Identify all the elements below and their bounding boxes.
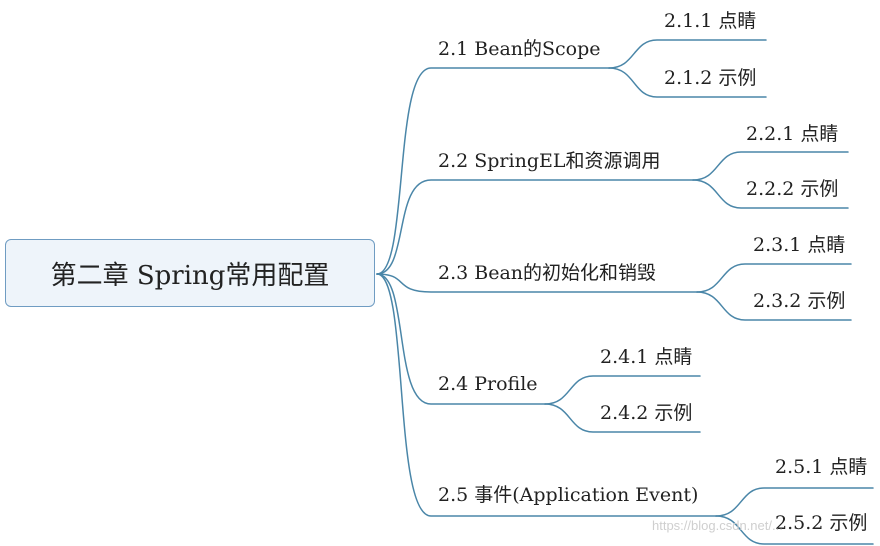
branch-topic-2-2[interactable]: 2.2 SpringEL和资源调用 [438,150,661,172]
subtopic-2-1-1[interactable]: 2.1.1 点睛 [664,10,757,32]
subtopic-2-1-2[interactable]: 2.1.2 示例 [664,67,757,89]
subtopic-connector-1-2 [608,67,767,98]
subtopic-2-5-2[interactable]: 2.5.2 示例 [775,512,868,534]
branch-connector-5 [376,273,717,517]
branch-connector-4 [376,273,546,405]
subtopic-connector-4-2 [544,403,701,433]
subtopic-connector-3-2 [696,291,852,321]
branch-connector-2 [376,179,694,275]
subtopic-connector-3-1 [696,263,852,293]
branch-topic-2-3[interactable]: 2.3 Bean的初始化和销毁 [438,262,657,284]
subtopic-2-3-2[interactable]: 2.3.2 示例 [753,290,846,312]
root-topic-label: 第二章 Spring常用配置 [50,260,330,291]
branch-topic-2-1[interactable]: 2.1 Bean的Scope [438,38,601,60]
subtopic-2-5-1[interactable]: 2.5.1 点睛 [775,456,868,478]
subtopic-connector-1-1 [608,39,767,69]
subtopic-2-3-1[interactable]: 2.3.1 点睛 [753,234,846,256]
subtopic-connector-2-1 [692,151,849,181]
subtopic-2-4-1[interactable]: 2.4.1 点睛 [600,346,693,368]
subtopic-connector-4-1 [544,375,701,405]
branch-topic-2-5[interactable]: 2.5 事件(Application Event) [438,484,699,506]
mindmap-links [376,39,874,545]
subtopic-2-2-2[interactable]: 2.2.2 示例 [746,178,839,200]
subtopic-connector-2-2 [692,179,849,209]
branch-topic-2-4[interactable]: 2.4 Profile [438,373,538,395]
branch-connector-1 [376,67,610,275]
subtopic-2-4-2[interactable]: 2.4.2 示例 [600,402,693,424]
branch-connector-3 [376,273,698,293]
root-topic[interactable]: 第二章 Spring常用配置 [5,239,375,307]
subtopic-connector-5-2 [715,515,874,545]
subtopic-connector-5-1 [715,487,874,517]
subtopic-2-2-1[interactable]: 2.2.1 点睛 [746,123,839,145]
watermark-text: https://blog.csdn.net/... [652,518,783,533]
